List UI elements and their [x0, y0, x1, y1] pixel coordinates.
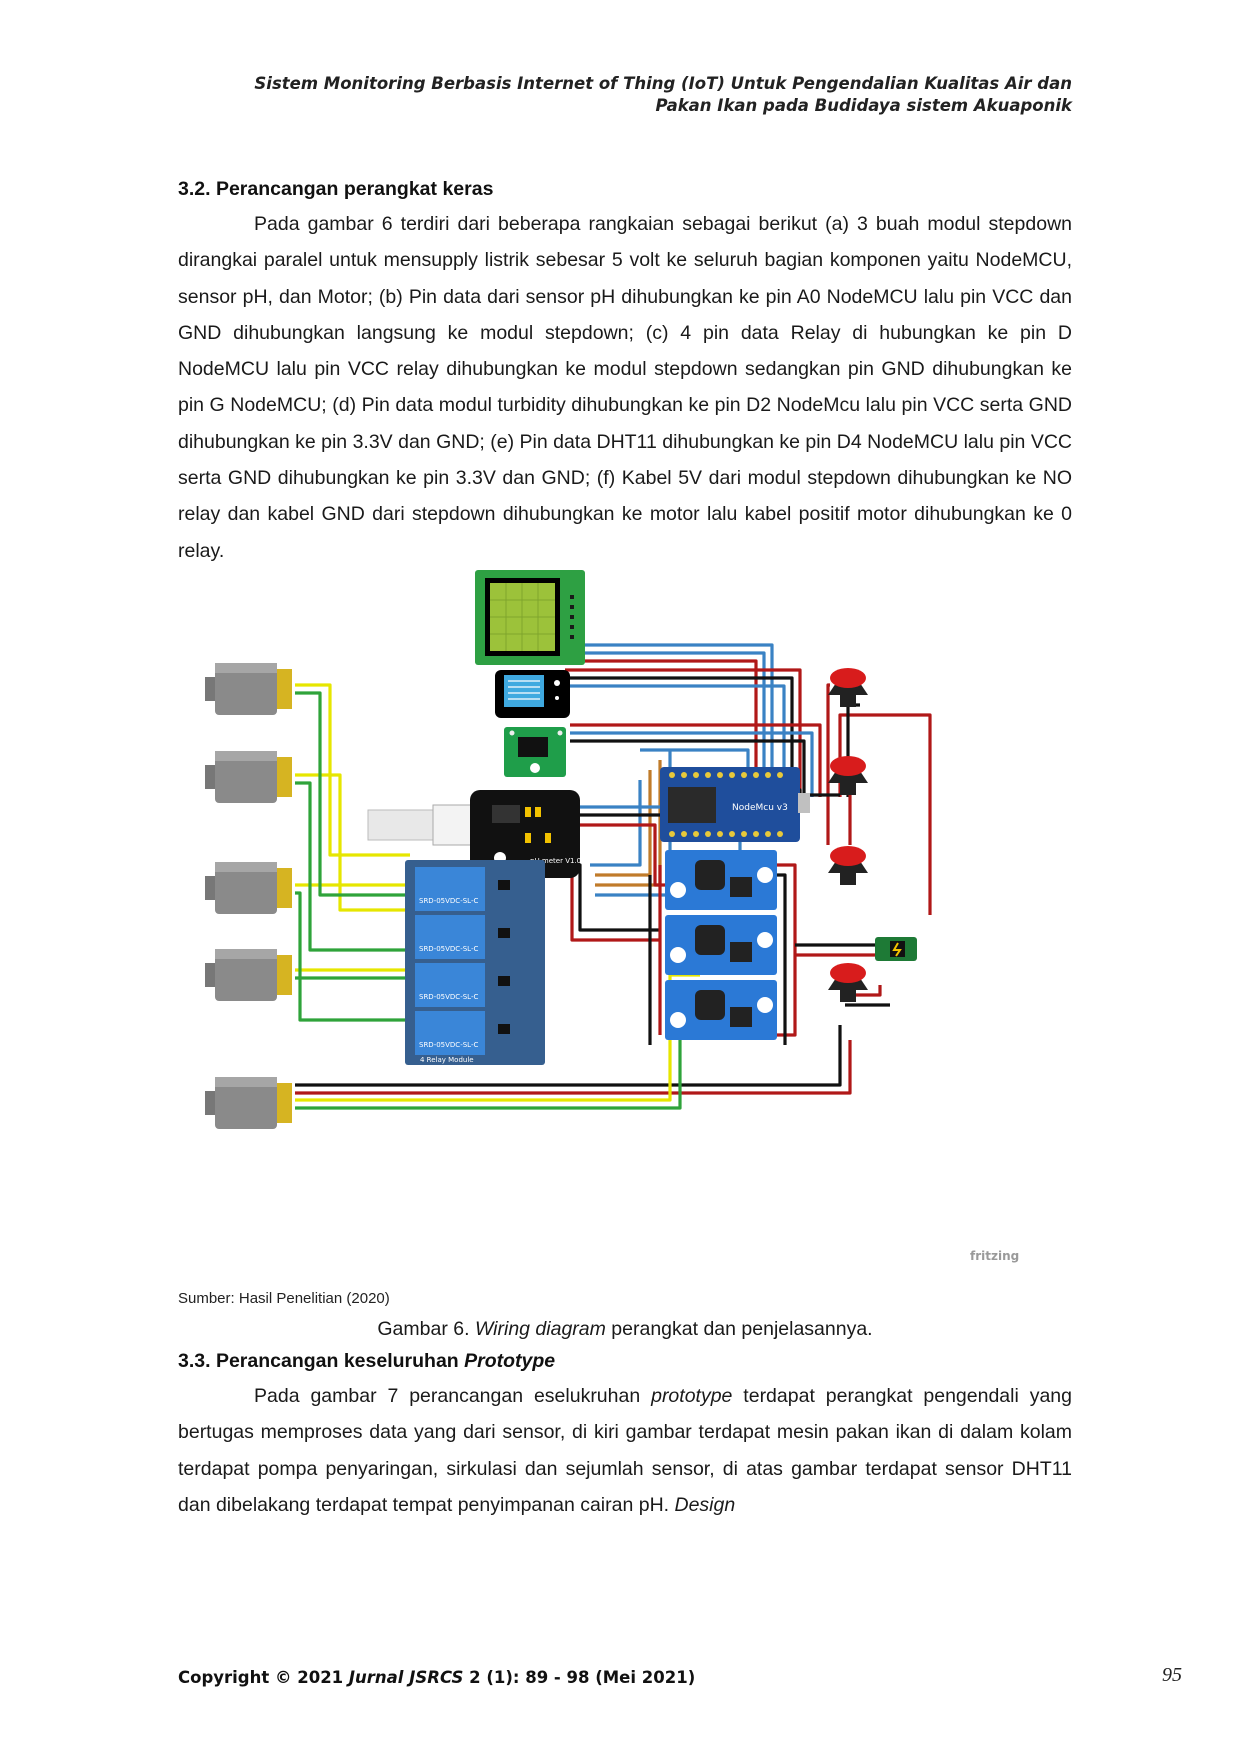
dc-motor-2	[205, 751, 292, 803]
wires	[295, 643, 932, 1110]
relay-4: SRD-05VDC-SL-C	[415, 1011, 485, 1055]
wire-lcd-vcc	[582, 659, 758, 797]
ph-meter-module: pH meter V1.0	[367, 790, 581, 878]
wire-turbidity-gnd	[570, 739, 806, 797]
wire-button-3	[850, 985, 882, 997]
section-3-3-heading-text: 3.3. Perancangan keseluruhan	[178, 1350, 465, 1372]
stepdown-2	[665, 915, 777, 975]
section-3-2-text: Pada gambar 6 terdiri dari beberapa rang…	[178, 213, 1072, 562]
wire-turbidity-vcc	[570, 723, 822, 797]
section-3-2-paragraph: Pada gambar 6 terdiri dari beberapa rang…	[178, 206, 1072, 569]
wire-motor-pos-bottom	[295, 1040, 852, 1095]
dc-motor-1	[205, 663, 292, 715]
relay-module: SRD-05VDC-SL-C SRD-05VDC-SL-C SRD-05VDC-…	[405, 860, 545, 1065]
section-3-3-text-mid: terdapat perangkat pengendali yang bertu…	[178, 1385, 1072, 1516]
running-header-line-2: Pakan Ikan pada Budidaya sistem Akuaponi…	[655, 96, 1072, 115]
relay-1: SRD-05VDC-SL-C	[415, 867, 485, 911]
push-button-4	[828, 963, 868, 1002]
running-header: Sistem Monitoring Berbasis Internet of T…	[150, 73, 1072, 117]
svg-text:SRD-05VDC-SL-C: SRD-05VDC-SL-C	[419, 1041, 478, 1049]
section-3-3-heading-italic: Prototype	[464, 1350, 556, 1372]
relay-3: SRD-05VDC-SL-C	[415, 963, 485, 1007]
footer-copyright: Copyright © 2021 Jurnal JSRCS 2 (1): 89 …	[178, 1668, 695, 1687]
push-buttons	[828, 668, 868, 1002]
caption-prefix: Gambar 6.	[377, 1318, 475, 1340]
footer-citation: 2 (1): 89 - 98 (Mei 2021)	[463, 1668, 696, 1687]
section-3-3-heading: 3.3. Perancangan keseluruhan Prototype	[178, 1350, 555, 1373]
figure-caption: Gambar 6. Wiring diagram perangkat dan p…	[178, 1318, 1072, 1341]
wire-motor-3-green	[295, 891, 410, 1022]
section-3-3-paragraph: Pada gambar 7 perancangan eselukruhan pr…	[178, 1378, 1072, 1523]
wire-motor-1-yellow	[295, 683, 410, 857]
wire-relay-d2	[595, 770, 652, 877]
turbidity-module	[504, 727, 566, 777]
dc-jack	[875, 937, 917, 961]
page-number: 95	[1162, 1664, 1182, 1686]
wire-lcd-data-1	[582, 643, 774, 797]
nodemcu-board: NodeMcu v3	[660, 767, 810, 842]
ph-meter-label: pH meter V1.0	[530, 857, 581, 865]
wire-lcd-data-2	[582, 651, 766, 797]
push-button-2	[828, 756, 868, 795]
wire-dht-gnd	[565, 676, 794, 797]
wire-relay-d1	[590, 780, 642, 867]
dc-motor-3	[205, 862, 292, 914]
fritzing-watermark: fritzing	[970, 1249, 1019, 1263]
dc-motor-4	[205, 949, 292, 1001]
wiring-diagram: pH meter V1.0 NodeMcu v3 SRD-05VDC-SL-C …	[205, 570, 1019, 1263]
wire-stepdown-out-neg	[775, 873, 787, 1045]
relay-module-label: 4 Relay Module	[420, 1056, 474, 1064]
stepdown-1	[665, 850, 777, 910]
wire-dht-vcc	[565, 668, 802, 797]
push-button-1	[828, 668, 868, 707]
dc-motors	[205, 663, 292, 1129]
dht11-sensor	[495, 670, 570, 718]
section-3-2-heading: 3.2. Perancangan perangkat keras	[178, 178, 494, 200]
running-header-line-1: Sistem Monitoring Berbasis Internet of T…	[254, 74, 1072, 93]
dc-motor-5	[205, 1077, 292, 1129]
wire-turbidity-data	[570, 731, 814, 797]
section-3-3-italic-design: Design	[674, 1493, 736, 1516]
footer-journal: Jurnal JSRCS	[348, 1668, 464, 1687]
wire-nodemcu-power	[838, 713, 932, 915]
figure-source: Sumber: Hasil Penelitian (2020)	[178, 1290, 390, 1307]
section-3-3-text-start: Pada gambar 7 perancangan eselukruhan	[254, 1385, 652, 1407]
push-button-3	[828, 846, 868, 885]
wire-motor-1-green	[295, 691, 410, 897]
wire-motor-2-yellow	[295, 773, 410, 912]
wire-button-1	[826, 683, 830, 845]
footer-prefix: Copyright © 2021	[178, 1668, 349, 1687]
relay-2: SRD-05VDC-SL-C	[415, 915, 485, 959]
wire-motor-gnd-bottom	[295, 1025, 842, 1087]
stepdown-modules	[665, 850, 777, 1040]
svg-text:SRD-05VDC-SL-C: SRD-05VDC-SL-C	[419, 993, 478, 1001]
lcd-display	[475, 570, 585, 665]
section-3-3-italic-prototype: prototype	[651, 1385, 733, 1407]
svg-text:SRD-05VDC-SL-C: SRD-05VDC-SL-C	[419, 945, 478, 953]
caption-suffix: perangkat dan penjelasannya.	[605, 1318, 873, 1340]
caption-italic: Wiring diagram	[474, 1318, 606, 1340]
wire-dht-data	[565, 684, 786, 797]
wire-motor-2-green	[295, 781, 410, 952]
nodemcu-label: NodeMcu v3	[732, 803, 788, 813]
wiring-diagram-figure: pH meter V1.0 NodeMcu v3 SRD-05VDC-SL-C …	[200, 565, 1050, 1280]
svg-text:SRD-05VDC-SL-C: SRD-05VDC-SL-C	[419, 897, 478, 905]
stepdown-3	[665, 980, 777, 1040]
